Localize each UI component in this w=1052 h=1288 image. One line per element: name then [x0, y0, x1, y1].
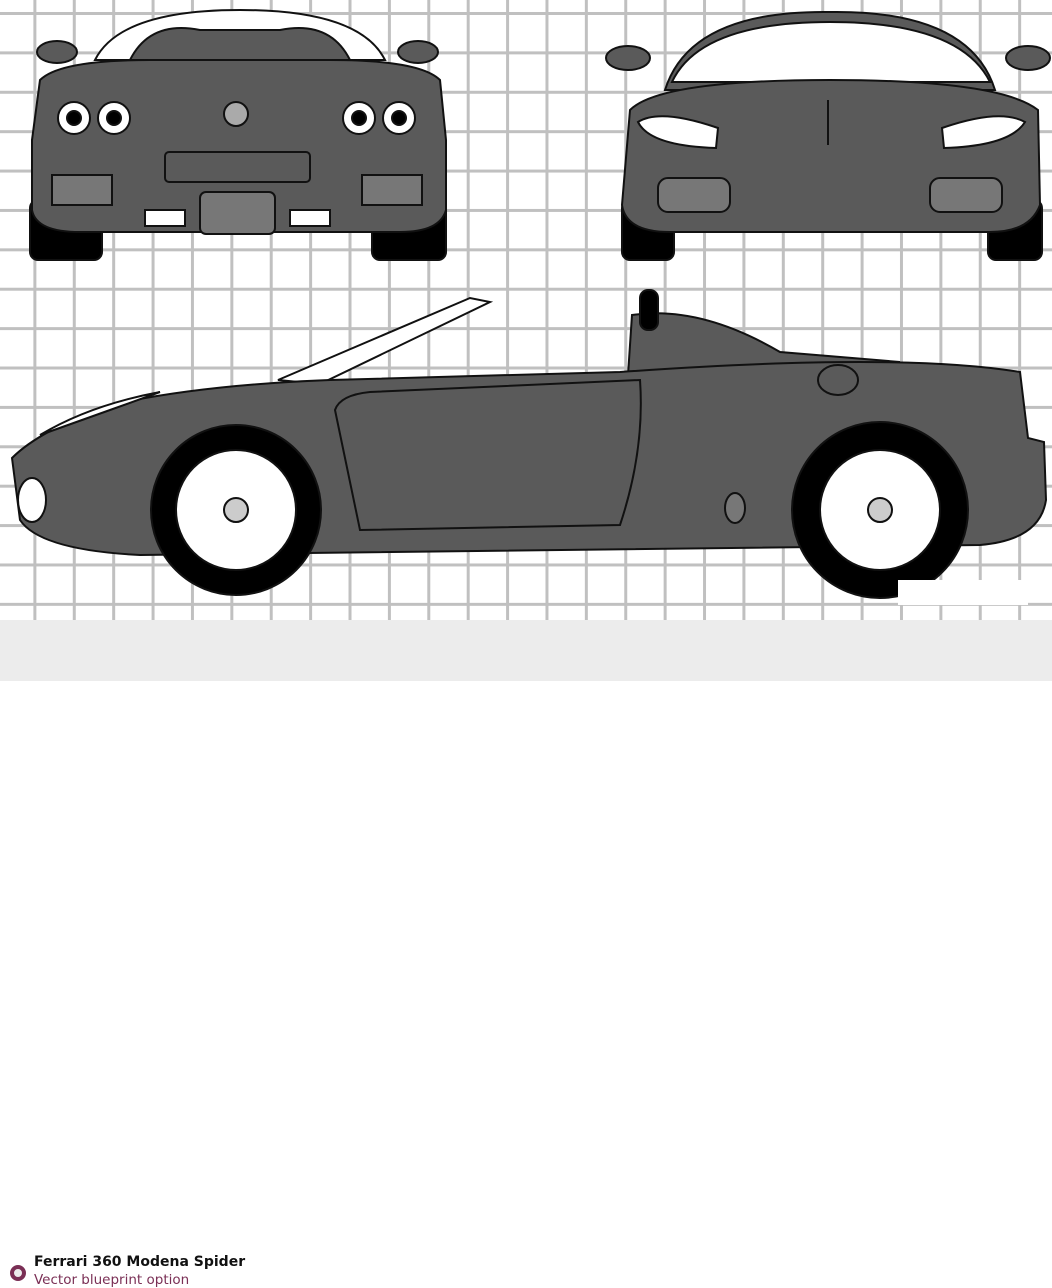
side-view	[10, 289, 1048, 605]
rear-view	[29, 8, 447, 261]
caption-title: Ferrari 360 Modena Spider	[34, 1254, 246, 1270]
car-drawing	[10, 8, 1051, 605]
caption-bar: Ferrari 360 Modena Spider Vector bluepri…	[0, 620, 1052, 1288]
circle-bullet-icon	[10, 1265, 26, 1281]
caption-subtitle: Vector blueprint option	[34, 1272, 190, 1288]
front-view	[605, 10, 1051, 261]
blueprint-image	[0, 0, 1052, 620]
